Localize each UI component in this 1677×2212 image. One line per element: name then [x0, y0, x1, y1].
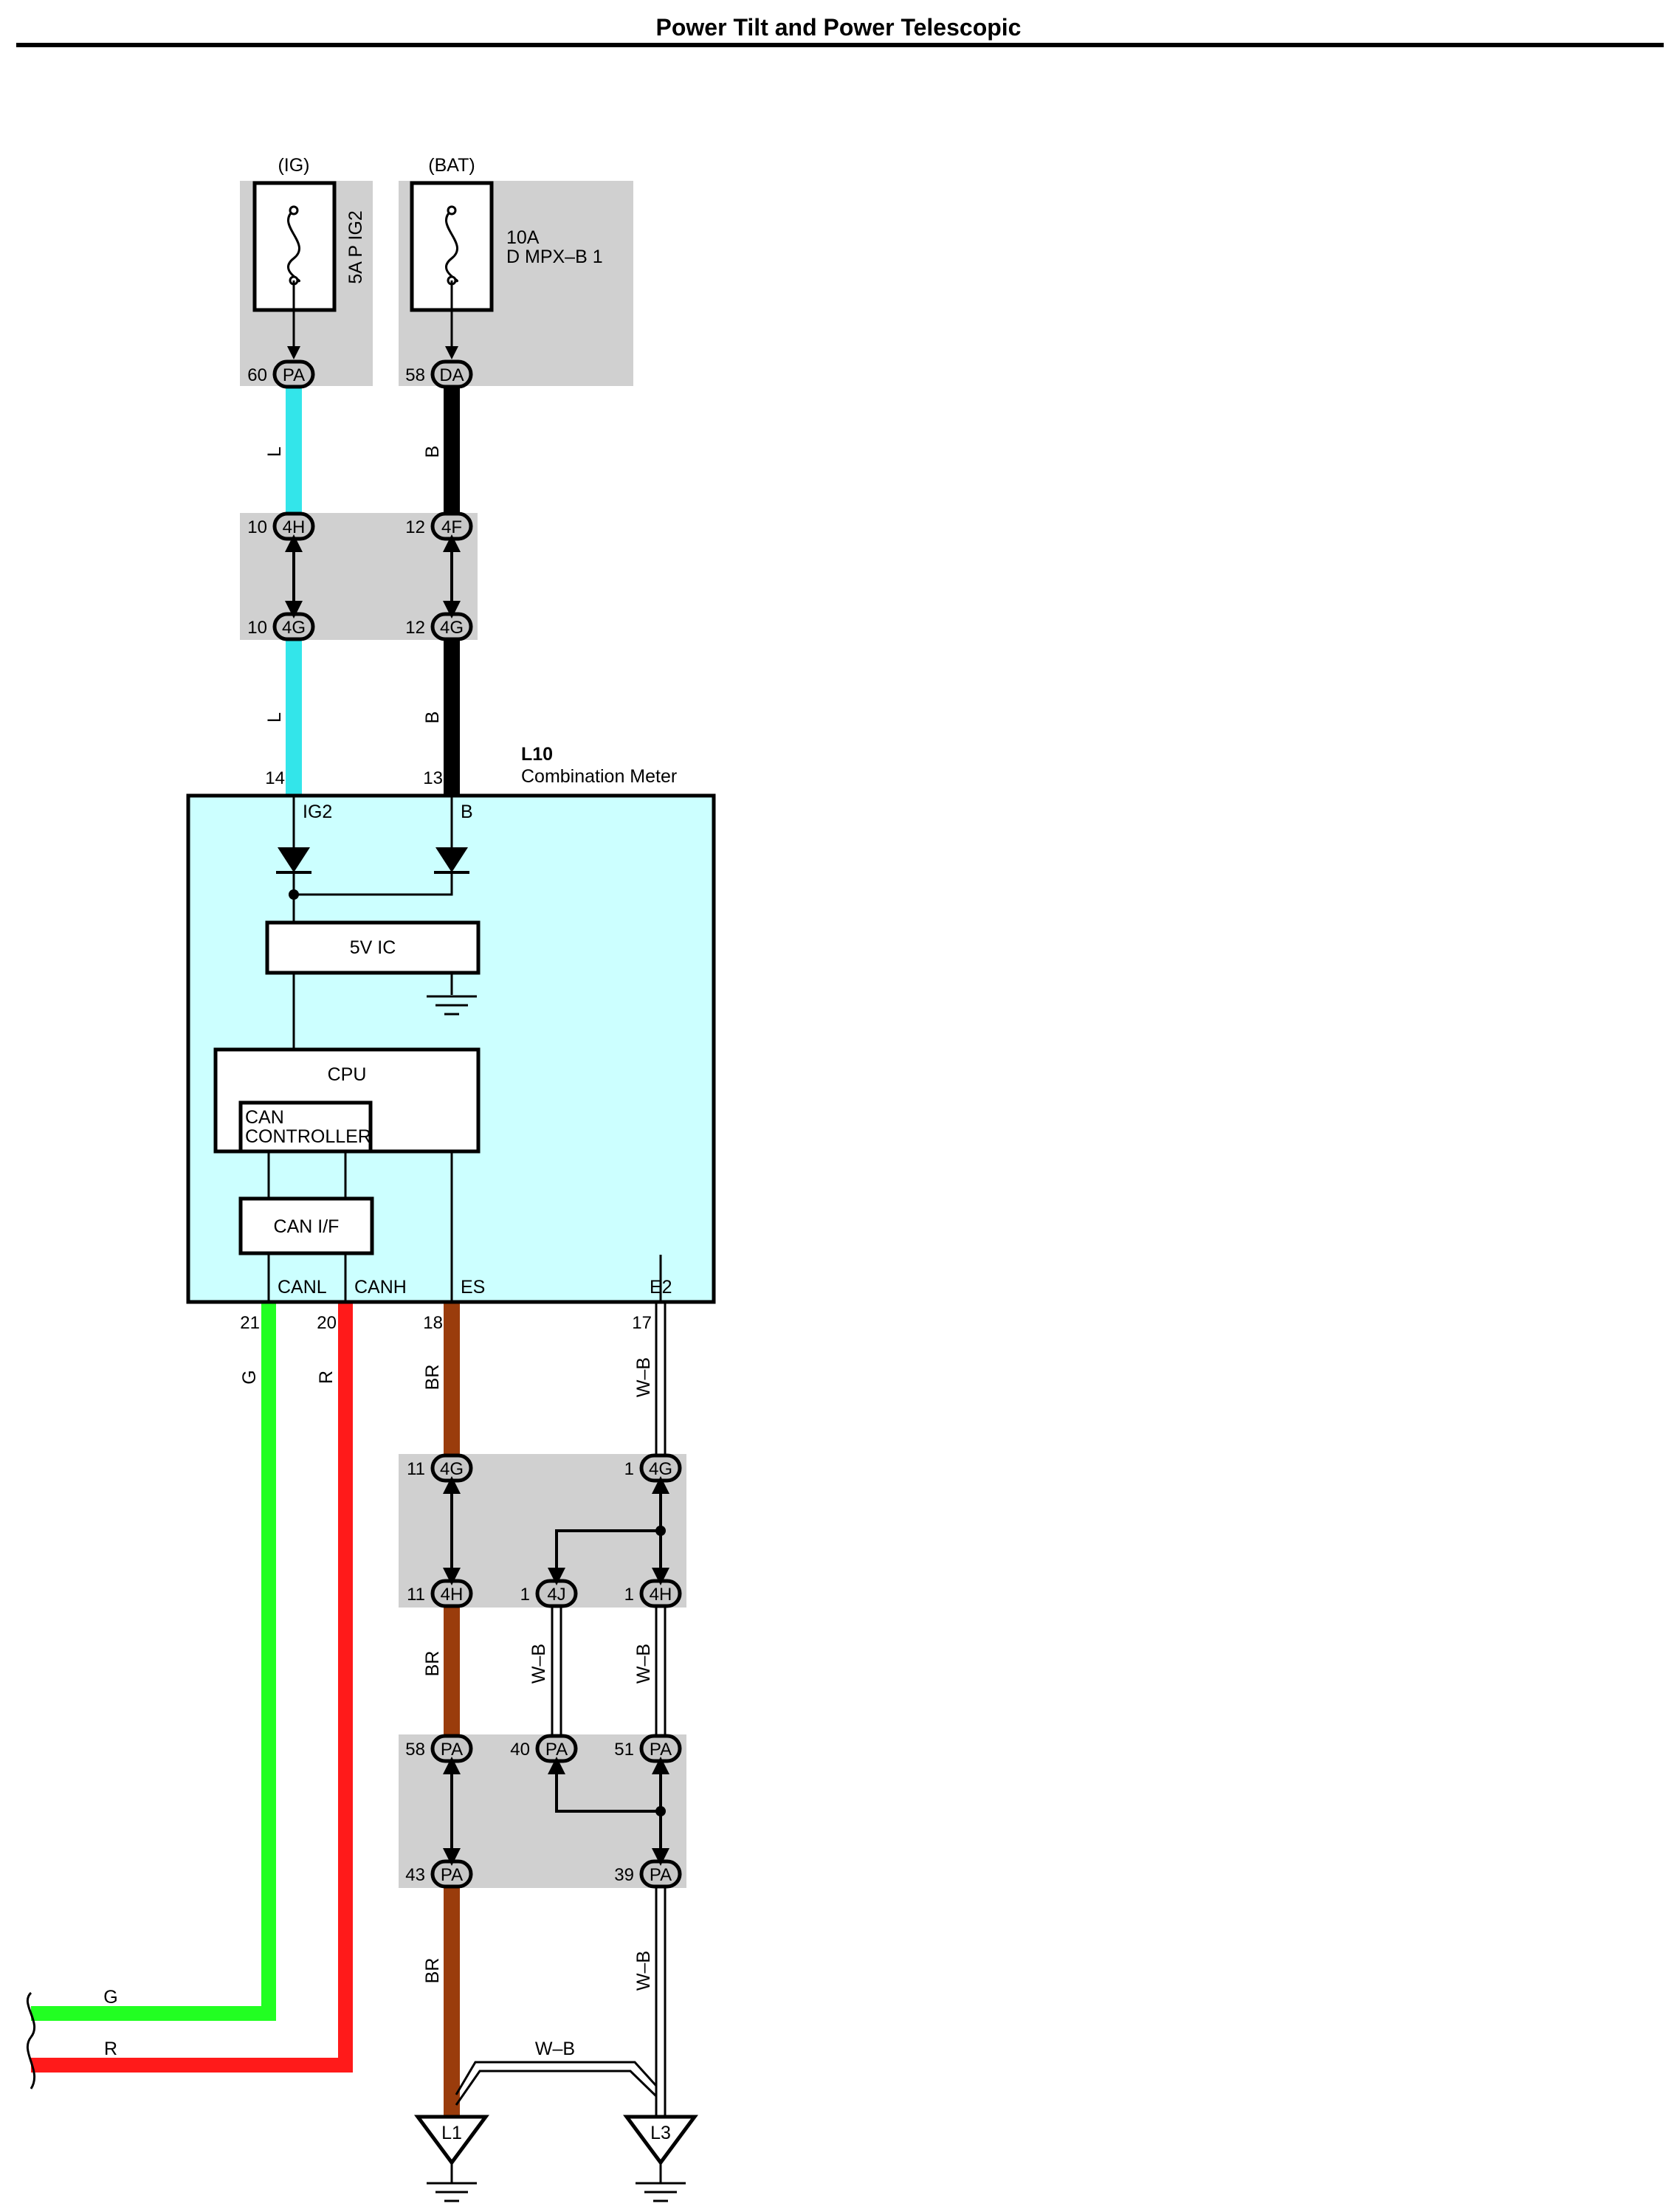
connector-oval [272, 359, 315, 389]
fuse-ig-box [252, 181, 337, 312]
diagram-label: BR [422, 1958, 443, 1984]
connector-label: 58 [405, 365, 425, 385]
connector-label: 58 [405, 1740, 425, 1760]
ground-l1: L1 [414, 2115, 489, 2202]
diagram-label: G [103, 1987, 117, 2008]
term-b: B [461, 802, 473, 822]
connector-label: 4J [547, 1585, 565, 1605]
connector-label: 39 [614, 1865, 634, 1885]
connector-label: PA [283, 365, 305, 385]
term-canl: CANL [278, 1277, 327, 1298]
connector-label: 10 [247, 517, 267, 537]
can-controller-box [238, 1100, 373, 1154]
connector-label: PA [650, 1865, 672, 1885]
connector-label: 12 [405, 618, 425, 638]
meter-name: Combination Meter [521, 766, 677, 787]
fuse-bat-label-2: D MPX–B 1 [506, 247, 603, 267]
diagram-label: R [316, 1371, 337, 1384]
connector-label: 4G [649, 1459, 672, 1479]
diagram-label: 5V IC [350, 937, 396, 958]
ground-icon [427, 995, 477, 1016]
ground-l3: L3 [623, 2115, 698, 2202]
connector-ovals: PA 60 DA 58 4H 10 4F 12 4G 10 4G 12 4G 1… [247, 359, 682, 1889]
connector-label: 4G [282, 618, 306, 638]
term-ig2: IG2 [303, 802, 332, 822]
term-canh: CANH [354, 1277, 407, 1298]
connector-label: 40 [510, 1740, 530, 1760]
connector-label: 4F [441, 517, 462, 537]
pin-es: 18 [423, 1313, 443, 1333]
ic-5v-box [265, 920, 481, 975]
wire-canl [31, 1302, 276, 2021]
term-e2: E2 [650, 1277, 672, 1298]
wire-canh [31, 1302, 353, 2073]
diagram-label: R [104, 2039, 117, 2059]
diagram-label: W–B [535, 2039, 575, 2059]
pin-e2: 17 [632, 1313, 652, 1333]
page-title: Power Tilt and Power Telescopic [656, 14, 1022, 41]
connector-label: 4H [283, 517, 306, 537]
diagram-label: L1 [441, 2123, 462, 2143]
source-bat-label: (BAT) [428, 155, 475, 176]
diagram-label: B [422, 712, 443, 724]
connector-label: 4H [650, 1585, 672, 1605]
connector-label: 11 [407, 1459, 425, 1479]
connector-label: 4G [440, 618, 464, 638]
connector-label: 1 [624, 1459, 634, 1479]
diagram-label: BR [422, 1365, 443, 1391]
connector-label: 1 [624, 1585, 634, 1605]
connector-label: 1 [520, 1585, 530, 1605]
pin-canl: 21 [240, 1313, 260, 1333]
connector-label: DA [439, 365, 464, 385]
term-es: ES [461, 1277, 485, 1298]
wire-labels: L B L B G R BR W–B BR W–B W–B BR W–B G R… [103, 446, 654, 2059]
diagram-label: B [422, 446, 443, 458]
meter-internal-wiring [267, 797, 662, 1302]
diagram-label: W–B [633, 1951, 654, 1991]
connector-label: PA [650, 1740, 672, 1760]
meter-code: L10 [521, 744, 553, 765]
diagram-label: W–B [633, 1644, 654, 1684]
pin-b: 13 [423, 768, 443, 788]
diagram-label: CAN [245, 1107, 284, 1128]
connector-label: 60 [247, 365, 267, 385]
diode-icons [276, 847, 469, 874]
title-rule [16, 43, 1664, 47]
diagram-label: CPU [328, 1064, 367, 1085]
wire-break-symbol [26, 1991, 36, 2089]
diagram-label: W–B [633, 1357, 654, 1397]
diagram-label: BR [422, 1651, 443, 1677]
diagram-label: L [264, 712, 285, 723]
connector-label: 51 [614, 1740, 634, 1760]
fuse-bat-label-1: 10A [506, 227, 540, 248]
can-if-box [238, 1196, 374, 1255]
pin-ig2: 14 [265, 768, 285, 788]
connector-label: 4G [440, 1459, 464, 1479]
connector-label: PA [545, 1740, 568, 1760]
diagram-label: L [264, 447, 285, 457]
source-ig-label: (IG) [278, 155, 309, 176]
connector-label: 12 [405, 517, 425, 537]
diagram-label: G [239, 1370, 260, 1384]
connector-label: PA [441, 1865, 463, 1885]
connector-label: 43 [405, 1865, 425, 1885]
connector-label: 10 [247, 618, 267, 638]
connector-oval [430, 359, 473, 389]
connector-label: 11 [407, 1585, 425, 1605]
diagram-label: W–B [528, 1644, 549, 1684]
wire-e2 [455, 1302, 667, 2117]
connector-label: PA [441, 1740, 463, 1760]
diagram-label: CAN I/F [274, 1216, 340, 1237]
connector-label: 4H [441, 1585, 464, 1605]
pin-canh: 20 [317, 1313, 337, 1333]
fuse-ig-label: 5A P IG2 [345, 210, 366, 284]
diagram-label: L3 [650, 2123, 671, 2143]
diagram-label: CONTROLLER [245, 1126, 371, 1147]
